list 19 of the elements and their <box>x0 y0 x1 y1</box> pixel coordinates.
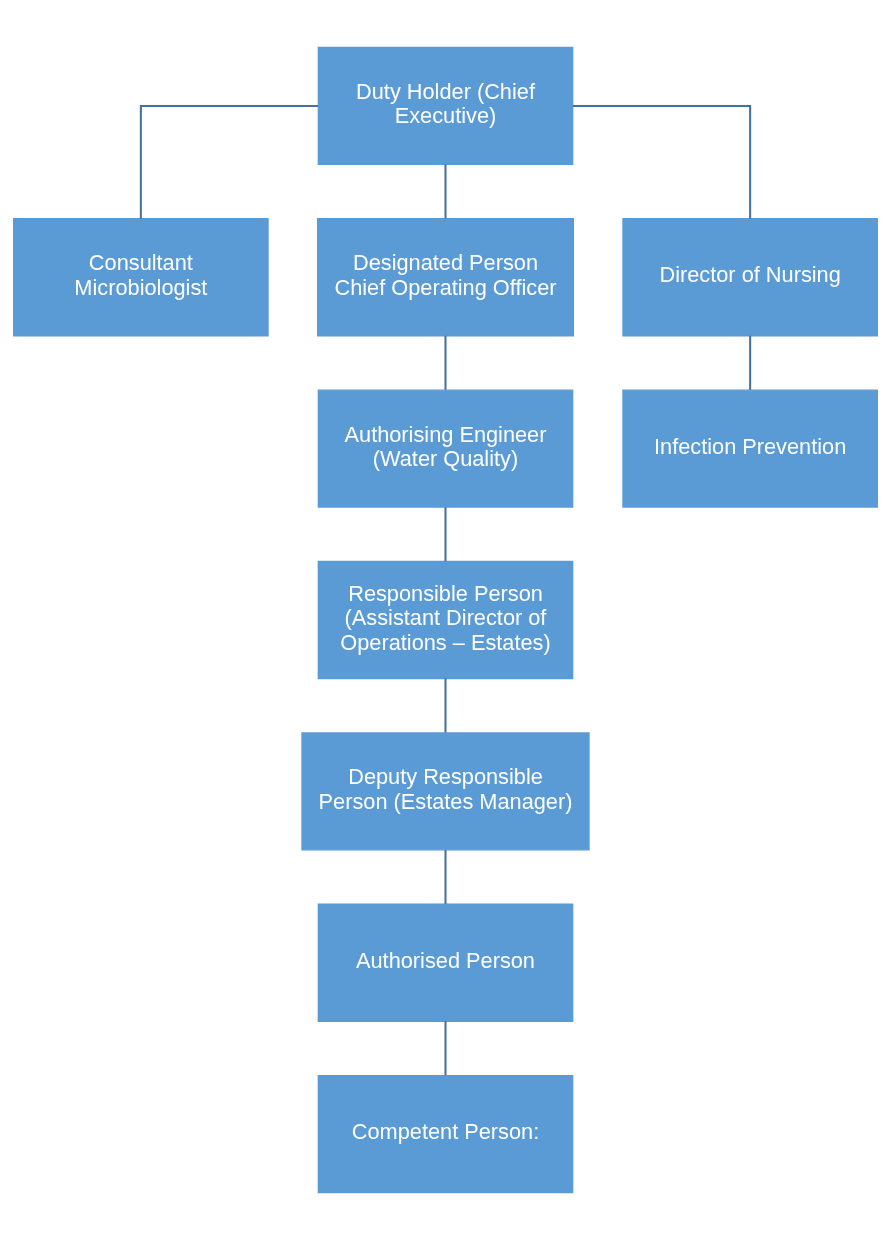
node-box: Competent Person: <box>317 1074 574 1193</box>
node-box: Duty Holder (Chief Executive) <box>317 46 574 165</box>
connector <box>139 104 319 219</box>
node-box: Director of Nursing <box>622 217 878 336</box>
connector <box>444 506 447 561</box>
connector <box>572 104 752 219</box>
node-box: Authorising Engineer (Water Quality) <box>317 389 574 508</box>
connector <box>444 1020 447 1075</box>
node-box: Authorised Person <box>317 903 574 1022</box>
connector <box>444 163 447 218</box>
node-box: Consultant Microbiologist <box>13 217 269 336</box>
node-box: Deputy Responsible Person (Estates Manager) <box>301 731 590 850</box>
node-box: Responsible Person (Assistant Director of Operations – Estates) <box>317 560 574 679</box>
node-box: Infection Prevention <box>622 389 878 508</box>
node-box: Designated Person Chief Operating Officer <box>317 217 574 336</box>
connector <box>444 335 447 390</box>
connector <box>444 678 447 733</box>
connector <box>444 849 447 904</box>
connector <box>749 335 752 390</box>
